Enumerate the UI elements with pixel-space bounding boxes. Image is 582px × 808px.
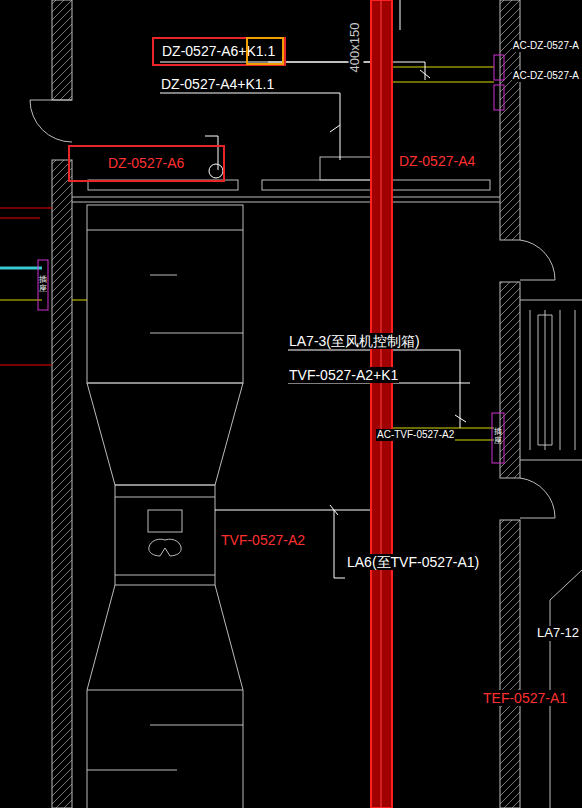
equipment-tag: DZ-0527-A4 [398, 153, 476, 169]
cable-tag: AC-TVF-0527-A2 [376, 429, 455, 441]
socket-mark: 插座 [493, 428, 503, 446]
duct-size: 400x150 [348, 22, 363, 74]
cable-tag: AC-DZ-0527-A [512, 70, 580, 82]
equipment-tag: TEF-0527-A1 [482, 690, 568, 706]
cable-tag: LA7-3(至风机控制箱) [288, 333, 421, 349]
cable-tag: TVF-0527-A2+K1 [288, 367, 399, 383]
cable-tag: DZ-0527-A4+K1.1 [160, 76, 275, 92]
cable-tag: LA7-12 [536, 626, 580, 641]
socket-mark: 插座 [38, 276, 48, 294]
equipment-tag: DZ-0527-A6 [68, 145, 225, 182]
equipment-tag: TVF-0527-A2 [220, 532, 306, 548]
cable-tag: LA6(至TVF-0527-A1) [346, 554, 480, 570]
cable-tag: AC-DZ-0527-A [512, 40, 580, 52]
tag-text: DZ-0527-A6+K1.1 [162, 43, 276, 59]
tag-text: DZ-0527-A6 [108, 155, 185, 171]
highlighted-tag: DZ-0527-A6+K1.1 [152, 37, 286, 66]
